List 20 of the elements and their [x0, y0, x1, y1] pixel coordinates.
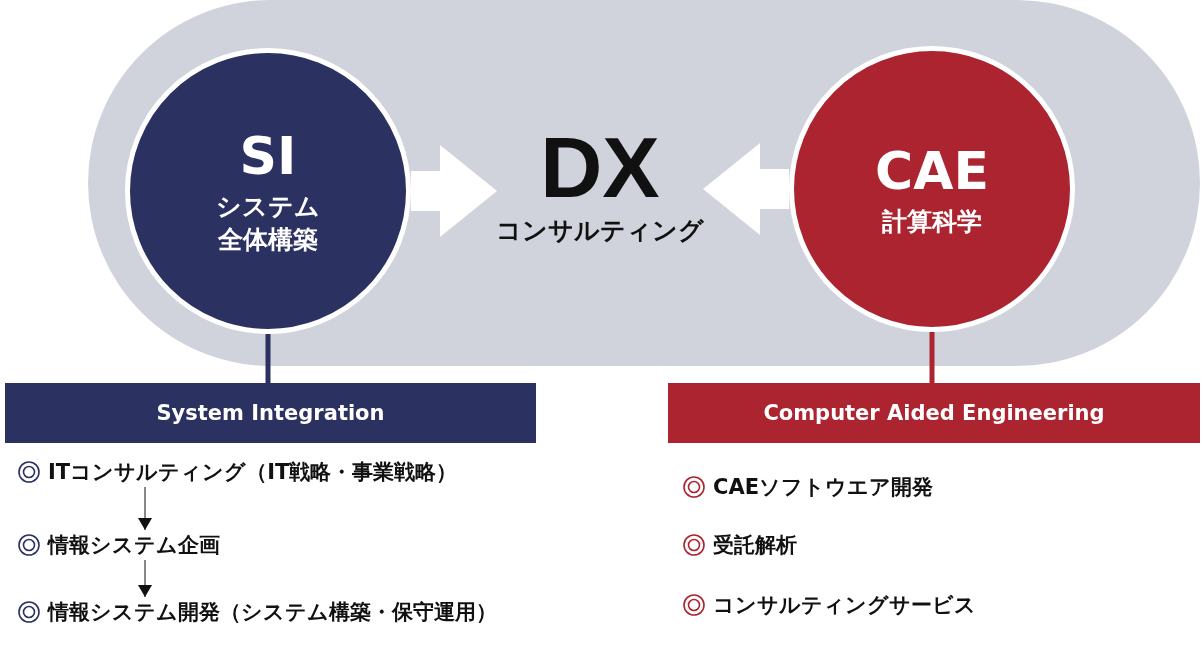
title-bar: Computer Aided Engineering [668, 383, 1200, 443]
circle-heading: CAE [875, 140, 989, 201]
list-item: ITコンサルティング（IT戦略・事業戦略） [48, 459, 458, 486]
circle-subtitle: 計算科学 [881, 205, 983, 238]
list-item: 情報システム開発（システム構築・保守運用） [48, 599, 497, 626]
list-item: コンサルティングサービス [713, 592, 976, 619]
circle-subtitle: システム全体構築 [215, 191, 321, 256]
circle-heading: SI [239, 126, 297, 186]
heading: DX [540, 120, 660, 214]
list-item: 受託解析 [713, 532, 797, 559]
block-arrow [703, 143, 789, 235]
block-arrow [411, 145, 497, 237]
title-bar: System Integration [5, 383, 536, 443]
subtitle: コンサルティング [496, 215, 704, 247]
down-arrow [138, 559, 152, 598]
connector-line [929, 332, 935, 383]
connector-line [265, 334, 271, 383]
list-item: CAEソフトウエア開発 [713, 474, 933, 501]
down-arrow [138, 486, 152, 531]
list-item: 情報システム企画 [48, 532, 220, 559]
